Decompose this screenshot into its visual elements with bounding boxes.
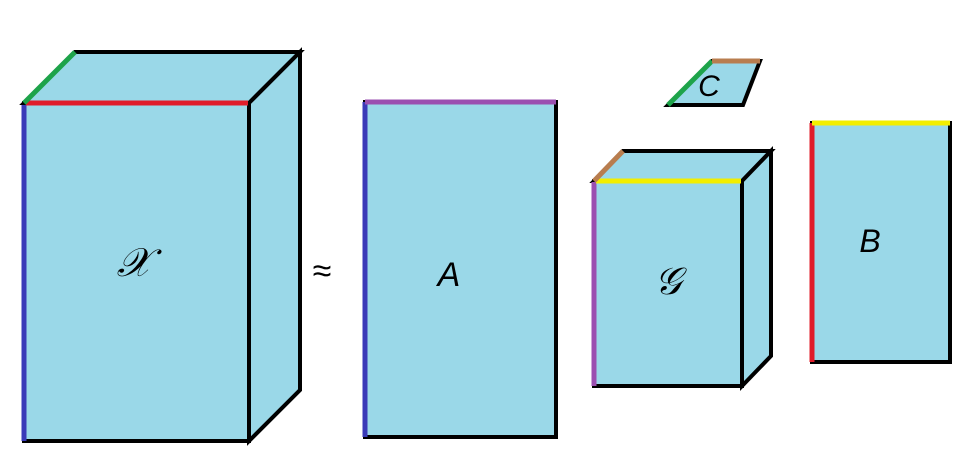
- approx-sign: ≈: [313, 252, 332, 290]
- matrix-c-row-edge: [666, 59, 714, 107]
- core-tensor-g: 𝒢: [589, 146, 776, 391]
- tensor-x-mode3-edge: [22, 50, 77, 105]
- tensor-x-side-face: [247, 47, 302, 446]
- core-g-side-face: [740, 146, 773, 391]
- tensor-x: 𝒳: [19, 47, 305, 446]
- matrix-a-rect: [363, 100, 558, 439]
- matrix-b: B: [809, 120, 952, 364]
- tensor-x-front-face: [22, 101, 251, 443]
- core-g-mode3-edge: [592, 149, 625, 183]
- matrix-c-label: C: [698, 70, 720, 103]
- matrix-c: C: [663, 58, 763, 107]
- matrix-a-label: A: [436, 256, 461, 294]
- matrix-b-rect: [810, 121, 952, 364]
- matrix-a: A: [362, 99, 558, 439]
- matrix-b-label: B: [859, 223, 880, 259]
